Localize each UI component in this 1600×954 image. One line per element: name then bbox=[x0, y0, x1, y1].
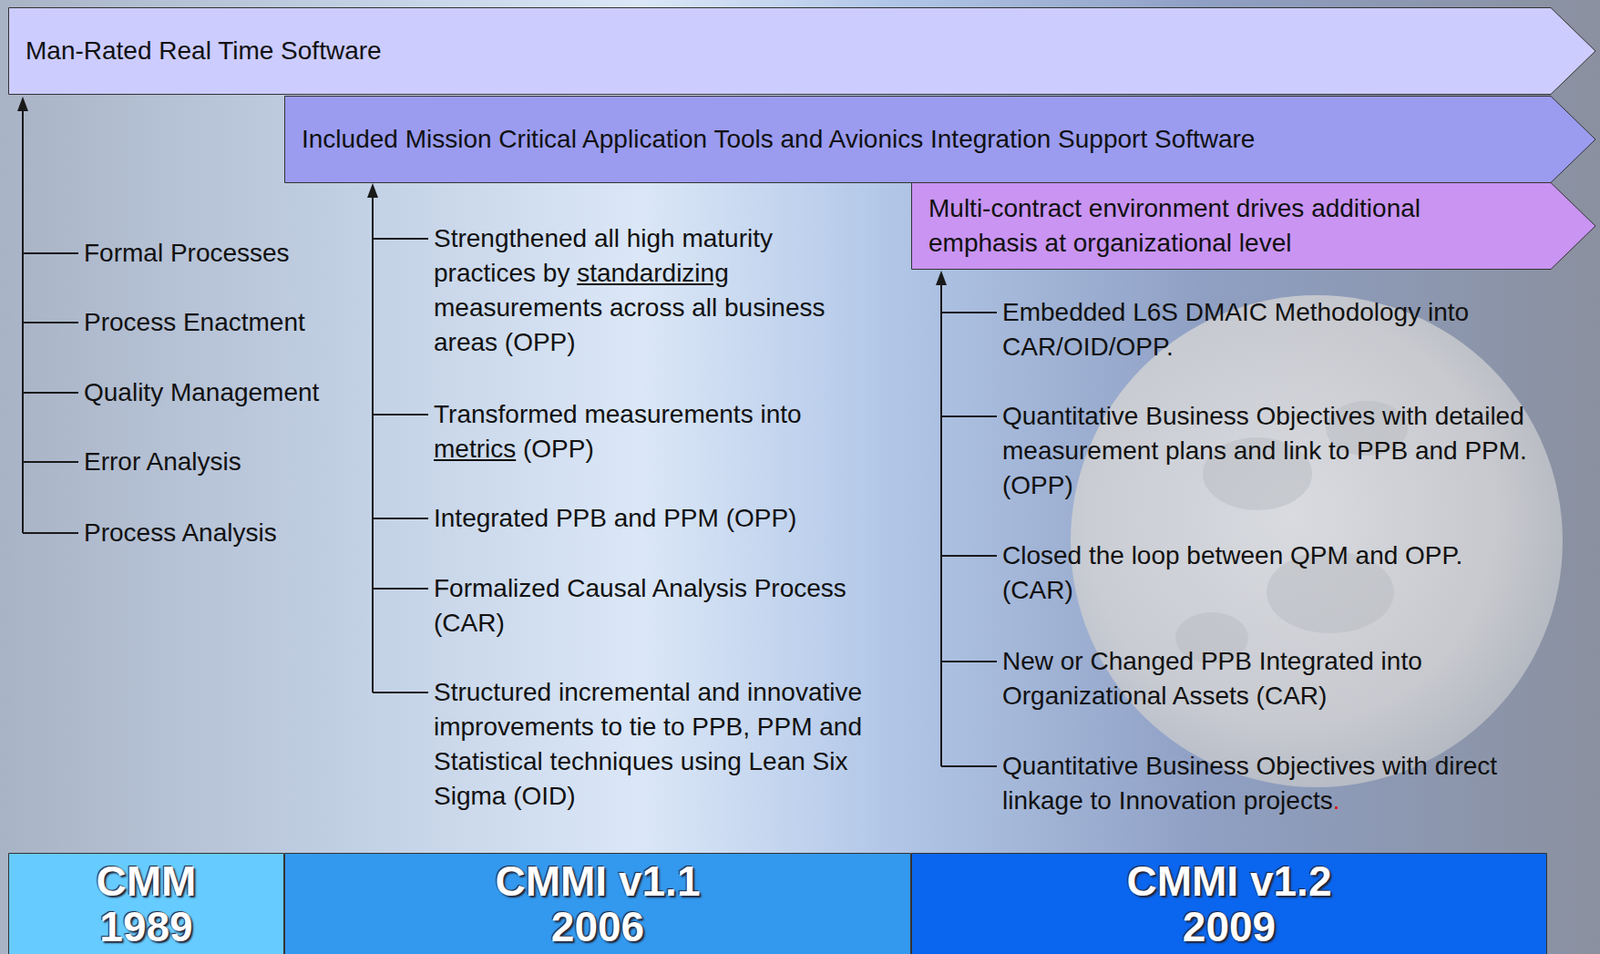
scope-band: Man-Rated Real Time Software bbox=[8, 7, 1597, 95]
shape-outline bbox=[9, 853, 285, 954]
improvement-item: Integrated PPB and PPM (OPP) bbox=[433, 501, 876, 536]
improvement-item: Error Analysis bbox=[83, 444, 358, 480]
improvement-item: Formal Processes bbox=[83, 235, 358, 271]
model-name: CMMI v1.2 bbox=[911, 858, 1548, 904]
text-part: Quantitative Business Objectives with di… bbox=[1002, 751, 1498, 815]
improvement-item: Closed the loop between QPM and OPP. (CA… bbox=[1002, 538, 1531, 608]
improvement-item: Quantitative Business Objectives with di… bbox=[1002, 748, 1531, 819]
shape-outline bbox=[9, 8, 1597, 95]
model-year: 2006 bbox=[284, 903, 912, 950]
era-bar: CMMI v1.12006 bbox=[284, 852, 912, 954]
band-label: Included Mission Critical Application To… bbox=[301, 122, 1487, 157]
improvement-item: Transformed measurements into metrics (O… bbox=[433, 397, 876, 467]
underlined-term: standardizing bbox=[576, 258, 729, 288]
underlined-term: metrics bbox=[433, 434, 516, 463]
era-bar: CMMI v1.22009 bbox=[911, 852, 1548, 954]
improvement-item: Process Analysis bbox=[83, 515, 358, 551]
text-part: Transformed measurements into bbox=[433, 400, 802, 429]
shape-outline bbox=[912, 853, 1548, 954]
model-name: CMM bbox=[8, 858, 285, 904]
improvement-item: Process Enactment bbox=[83, 305, 358, 340]
improvement-item: Quality Management bbox=[83, 375, 367, 411]
model-year: 2009 bbox=[911, 903, 1548, 950]
shape-outline bbox=[285, 96, 1597, 184]
model-name: CMMI v1.1 bbox=[284, 858, 912, 904]
band-label: Multi-contract environment drives additi… bbox=[928, 191, 1530, 261]
red-mark: . bbox=[1333, 786, 1341, 815]
shape-outline bbox=[285, 853, 912, 954]
improvement-item: Embedded L6S DMAIC Methodology into CAR/… bbox=[1002, 295, 1531, 365]
era-bar: CMM1989 bbox=[8, 852, 285, 954]
shape-outline bbox=[912, 183, 1597, 270]
improvement-item: Structured incremental and innovative im… bbox=[433, 675, 876, 814]
improvement-item: Strengthened all high maturity practices… bbox=[433, 221, 876, 360]
text-part: (OPP) bbox=[515, 434, 595, 463]
model-year: 1989 bbox=[8, 903, 285, 950]
band-label: Man-Rated Real Time Software bbox=[25, 33, 1484, 69]
leader-lines bbox=[22, 107, 997, 767]
improvement-item: Quantitative Business Objectives with de… bbox=[1002, 399, 1531, 503]
scope-band: Included Mission Critical Application To… bbox=[284, 95, 1597, 184]
scope-band: Multi-contract environment drives additi… bbox=[911, 182, 1597, 270]
text-part: measurements across all business areas (… bbox=[433, 293, 826, 357]
improvement-item: Formalized Causal Analysis Process (CAR) bbox=[433, 571, 876, 641]
improvement-item: New or Changed PPB Integrated into Organ… bbox=[1002, 644, 1531, 714]
